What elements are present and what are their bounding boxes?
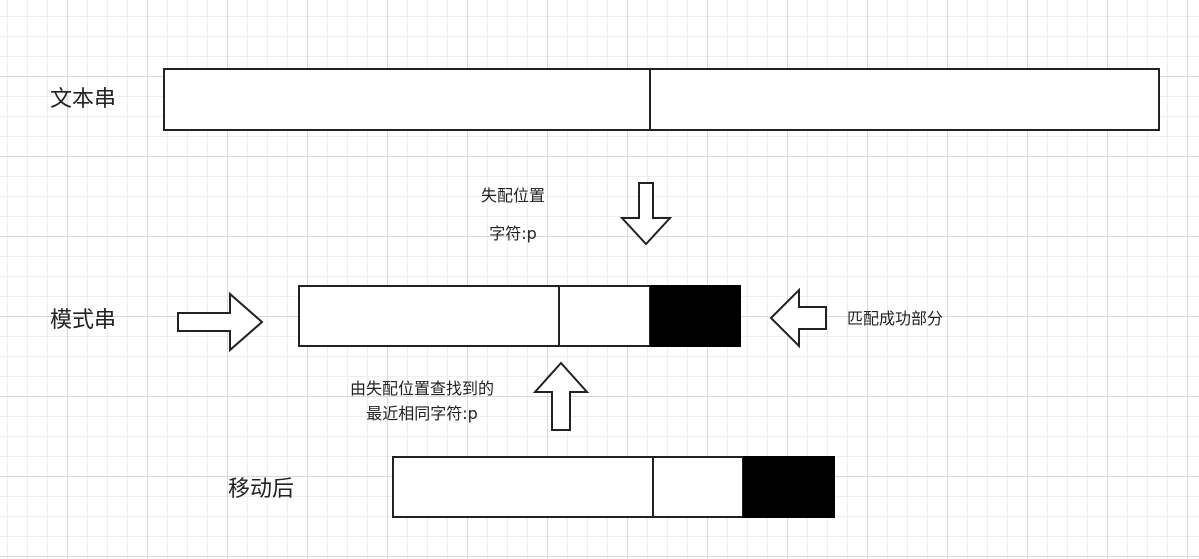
hollow-down-arrow-icon [619, 182, 673, 246]
moved-pattern-divider [652, 456, 654, 518]
pattern-string-label: 模式串 [50, 308, 117, 333]
text-string-label: 文本串 [50, 87, 117, 112]
mismatch-char-label: 字符:p [489, 224, 537, 243]
hollow-left-arrow-icon [769, 287, 827, 349]
search-result-label-line1: 由失配位置查找到的 [349, 379, 494, 398]
text-string-bar [163, 68, 1160, 131]
after-move-label: 移动后 [228, 477, 295, 502]
mismatch-position-label: 失配位置 [480, 186, 545, 205]
hollow-right-arrow-icon [177, 291, 264, 353]
search-result-label-line2: 最近相同字符:p [366, 404, 478, 423]
moved-matched-block [743, 456, 835, 518]
pattern-string-divider [558, 285, 560, 347]
pattern-matched-block [650, 285, 741, 347]
matched-part-label: 匹配成功部分 [847, 309, 944, 328]
hollow-up-arrow-icon [532, 361, 590, 431]
text-string-divider [649, 68, 651, 131]
